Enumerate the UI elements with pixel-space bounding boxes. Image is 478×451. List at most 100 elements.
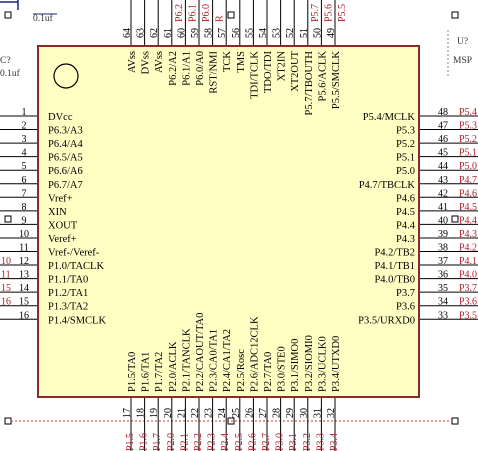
pin-name: P6.3/A3 — [48, 126, 83, 137]
pin-number: 12 — [19, 256, 29, 267]
pin-name: P3.4/UTXD0 — [331, 336, 342, 392]
pin-name: TDI/TCLK — [249, 51, 260, 99]
selection-handle[interactable] — [451, 417, 459, 425]
pin-name: P2.7/TA0 — [263, 352, 274, 392]
net-label: P4.6 — [459, 188, 477, 199]
pin-number: 20 — [163, 408, 174, 418]
pin-name: P3.3/UCLK0 — [317, 336, 328, 392]
pin-name: P2.4/CA1/TA2 — [222, 329, 233, 392]
pin-name: AVss — [127, 51, 138, 73]
left-cap-ref: C? — [0, 56, 11, 66]
pin-number: 27 — [258, 408, 269, 418]
pin-number: 13 — [19, 270, 29, 281]
pin-name: Vref+ — [48, 193, 73, 204]
net-label: P2.4 — [220, 433, 231, 451]
pin-name: P4.1/TB1 — [374, 261, 415, 272]
pin-number: 8 — [22, 202, 27, 213]
pin-name: P6.1/A1 — [181, 51, 192, 86]
pin-number: 50 — [312, 28, 323, 38]
pin-number: 44 — [438, 161, 448, 172]
pin-number: 59 — [190, 28, 201, 38]
pin-number: 6 — [22, 175, 27, 186]
pin-name: P3.5/URXD0 — [358, 315, 415, 326]
pin-name: P1.2/TA1 — [48, 288, 88, 299]
selection-handle[interactable] — [451, 11, 459, 19]
pin-name: P6.0/A0 — [195, 51, 206, 86]
pin-name: P1.1/TA0 — [48, 275, 88, 286]
net-label: P3.2 — [302, 433, 313, 451]
pin-name: P1.7/TA2 — [154, 352, 165, 392]
pin-name: P1.5/TA0 — [127, 352, 138, 392]
pin-name: P2.2/CAOUT/TA0 — [195, 313, 206, 392]
pin-number: 21 — [176, 408, 187, 418]
pin-name: P6.6/A6 — [48, 166, 83, 177]
pin-name: P3.6 — [396, 302, 415, 313]
pin-number: 32 — [326, 408, 337, 418]
net-label: P3.5 — [459, 310, 477, 321]
pin-name: P2.1/TANCLK — [181, 328, 192, 392]
selection-handle[interactable] — [227, 11, 235, 19]
net-label: P3.1 — [288, 433, 299, 451]
pin-number: 33 — [438, 310, 448, 321]
right-value-partial: MSP — [453, 56, 472, 66]
net-label: P2.2 — [193, 433, 204, 451]
pin-name: P2.0/ACLK — [168, 341, 179, 392]
net-label: P3.4 — [329, 433, 340, 451]
pin-number: 63 — [136, 28, 147, 38]
pin-name: XIN — [48, 207, 67, 218]
pin-name: P1.4/SMCLK — [48, 315, 106, 326]
net-label: P4.0 — [459, 270, 477, 281]
pin-number: 45 — [438, 148, 448, 159]
selection-handle[interactable] — [4, 215, 12, 223]
net-label: P3.7 — [459, 283, 477, 294]
selection-handle[interactable] — [4, 417, 12, 425]
pin-name: P4.2/TB2 — [374, 248, 415, 259]
pin-number: 34 — [438, 297, 448, 308]
pin-number: 56 — [231, 28, 242, 38]
net-label: 15 — [1, 283, 11, 294]
pin-number: 58 — [204, 28, 215, 38]
pin-number: 23 — [204, 408, 215, 418]
pin-name: P5.3 — [396, 126, 415, 137]
pin-name: P4.0/TB0 — [374, 275, 415, 286]
ic-body[interactable] — [37, 45, 420, 398]
pin-name: P5.1 — [396, 153, 415, 164]
net-label: P1.6 — [139, 433, 150, 451]
pin-name: DVss — [141, 51, 152, 74]
pin-number: 43 — [438, 175, 448, 186]
pin-number: 39 — [438, 229, 448, 240]
net-label: P3.6 — [459, 297, 477, 308]
pin-name: P6.5/A5 — [48, 153, 83, 164]
pin-number: 40 — [438, 215, 448, 226]
pin-number: 57 — [217, 28, 228, 38]
pin-name: P3.0/STE0 — [277, 346, 288, 392]
pin-number: 24 — [217, 408, 228, 418]
pin-name: TMS — [236, 51, 247, 73]
pin-number: 10 — [19, 229, 29, 240]
selection-handle[interactable] — [4, 11, 12, 19]
selection-handle[interactable] — [451, 215, 459, 223]
pin-number: 15 — [19, 297, 29, 308]
pin-number: 17 — [122, 408, 133, 418]
pin-name: XT2OUT — [290, 50, 301, 91]
pin-name: P1.6/TA1 — [141, 352, 152, 392]
pin-number: 36 — [438, 270, 448, 281]
left-cap-value: 0.1uf — [0, 68, 21, 79]
net-label: P4.1 — [459, 256, 477, 267]
pin-number: 38 — [438, 243, 448, 254]
pin-number: 18 — [136, 408, 147, 418]
top-cap-value: 0.1uf — [33, 13, 54, 24]
pin-name: P5.2 — [396, 139, 415, 150]
pin-name: TDO/TDI — [263, 51, 274, 93]
pin-number: 52 — [285, 28, 296, 38]
pin-number: 60 — [176, 28, 187, 38]
net-label: R — [215, 15, 226, 22]
net-label: 11 — [1, 270, 11, 281]
pin-number: 7 — [22, 188, 27, 199]
net-label: P5.5 — [337, 4, 348, 22]
net-label: P1.7 — [152, 433, 163, 451]
net-label: P6.2 — [174, 4, 185, 22]
pin-number: 46 — [438, 134, 448, 145]
pin-name: XT2IN — [277, 51, 288, 82]
